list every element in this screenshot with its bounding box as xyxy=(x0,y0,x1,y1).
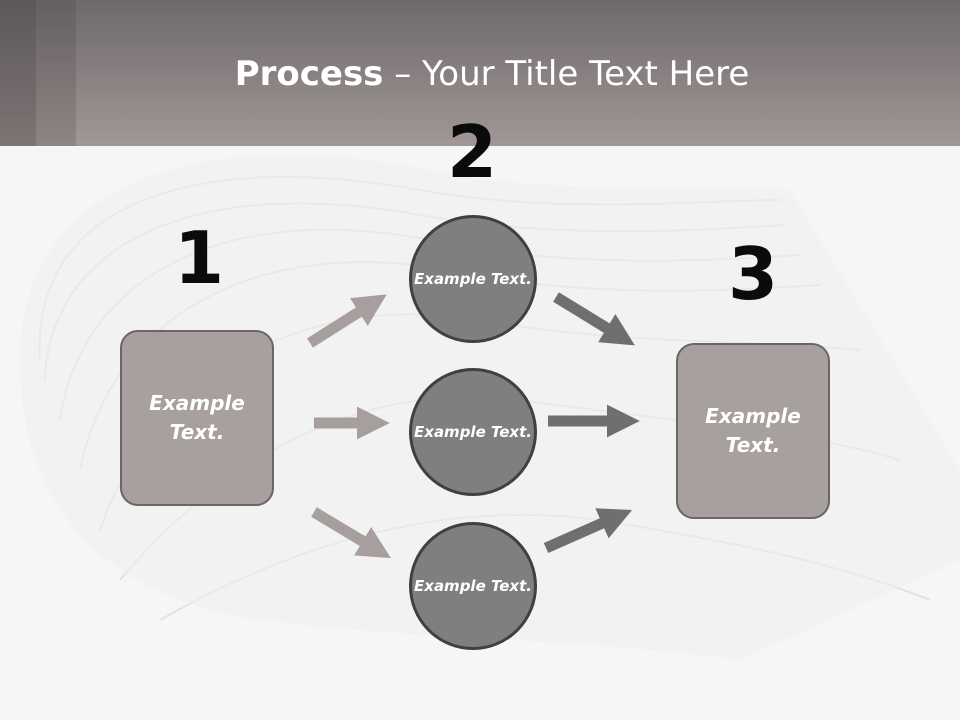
slide-title: Process – Your Title Text Here xyxy=(0,52,960,96)
arrow-bottom-to-right-box xyxy=(543,508,633,554)
step-number-2: 2 xyxy=(446,110,498,194)
arrow-to-top-circle xyxy=(307,294,387,348)
title-bar-accent-strip xyxy=(0,0,36,146)
title-bar xyxy=(0,0,960,146)
step-3-box-label: Example Text. xyxy=(705,404,801,457)
step-3-box[interactable]: Example Text. xyxy=(676,343,830,519)
arrow-to-bottom-circle xyxy=(311,507,391,559)
step-number-1: 1 xyxy=(173,216,225,300)
arrow-top-to-right-box xyxy=(553,292,635,346)
circle-bottom-label: Example Text. xyxy=(414,576,532,595)
step-number-3: 3 xyxy=(727,232,779,316)
slide-title-bold: Process xyxy=(234,54,384,94)
step-1-box[interactable]: Example Text. xyxy=(120,330,274,506)
step-2-circle-bottom[interactable]: Example Text. xyxy=(409,522,537,650)
title-bar-accent-strip xyxy=(36,0,76,146)
slide-title-rest: – Your Title Text Here xyxy=(383,54,750,94)
step-1-box-label: Example Text. xyxy=(149,391,245,444)
circle-middle-label: Example Text. xyxy=(414,422,532,441)
step-2-circle-top[interactable]: Example Text. xyxy=(409,215,537,343)
step-2-circle-middle[interactable]: Example Text. xyxy=(409,368,537,496)
circle-top-label: Example Text. xyxy=(414,269,532,288)
